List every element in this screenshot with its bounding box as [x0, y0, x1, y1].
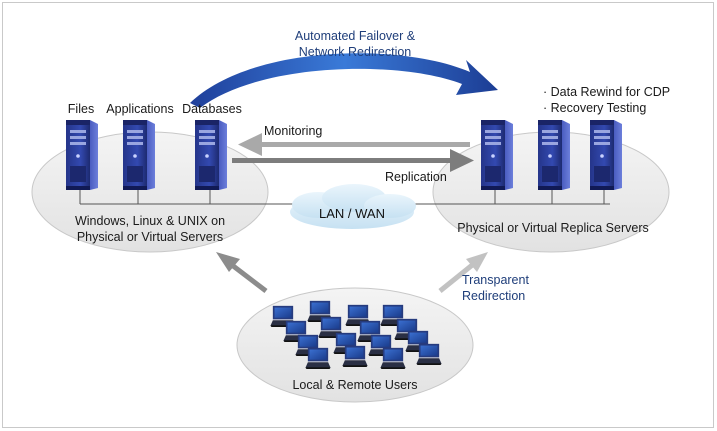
transparent-redirection-line2: Redirection [462, 289, 525, 303]
transparent-redirection-line1: Transparent [462, 273, 529, 287]
server-icon-databases [195, 120, 227, 190]
server-icon-files [66, 120, 98, 190]
server-label-databases: Databases [182, 102, 242, 116]
laptop-icon [380, 347, 406, 369]
primary-servers [66, 120, 227, 190]
users-caption: Local & Remote Users [292, 378, 417, 392]
monitoring-label: Monitoring [264, 124, 322, 138]
replica-server-icon [538, 120, 570, 190]
users-to-replica-arrow [438, 252, 488, 293]
failover-arc-arrow [190, 53, 498, 108]
primary-caption-line1: Windows, Linux & UNIX on [75, 214, 225, 228]
failover-label-line1: Automated Failover & [295, 29, 416, 43]
replication-arrow [232, 149, 474, 172]
failover-label-line2: Network Redirection [299, 45, 412, 59]
laptop-icon [305, 347, 331, 369]
replica-caption: Physical or Virtual Replica Servers [457, 221, 649, 235]
primary-caption-line2: Physical or Virtual Servers [77, 230, 223, 244]
server-icon-applications [123, 120, 155, 190]
replica-server-icon [590, 120, 622, 190]
laptop-icon [342, 345, 368, 367]
replica-servers [481, 120, 622, 190]
lan-wan-cloud-icon [290, 184, 416, 229]
replication-label: Replication [385, 170, 447, 184]
replica-server-icon [481, 120, 513, 190]
feature-recovery-testing: · Recovery Testing [543, 101, 646, 115]
users-to-primary-arrow [216, 252, 268, 293]
lan-wan-label: LAN / WAN [319, 206, 385, 221]
monitoring-arrow [238, 133, 470, 156]
feature-data-rewind: · Data Rewind for CDP [543, 85, 670, 99]
laptop-icon [416, 343, 442, 365]
server-label-files: Files [68, 102, 94, 116]
server-label-applications: Applications [106, 102, 173, 116]
